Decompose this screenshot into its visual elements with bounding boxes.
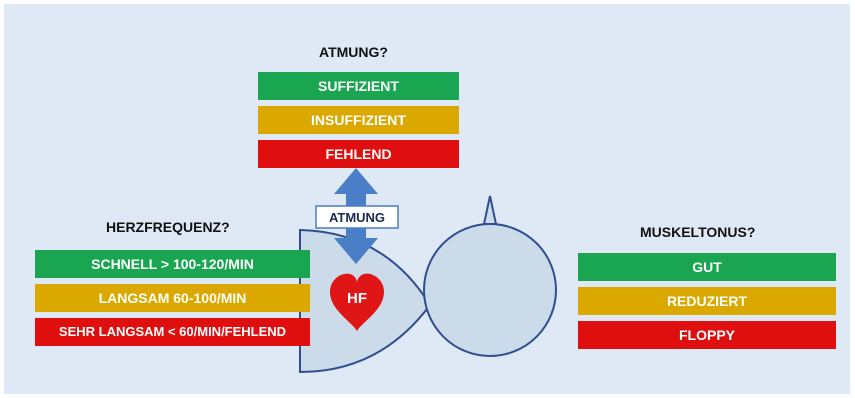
- hair-tuft-icon: [482, 195, 498, 225]
- atmung-heading: ATMUNG?: [319, 44, 388, 60]
- herzfrequenz-heading: HERZFREQUENZ?: [106, 219, 230, 235]
- muskeltonus-option-gut: GUT: [578, 253, 836, 281]
- arrow-label: ATMUNG: [329, 210, 385, 225]
- infant-head-icon: [423, 223, 557, 357]
- muskeltonus-option-floppy: FLOPPY: [578, 321, 836, 349]
- herzfrequenz-option-langsam: LANGSAM 60-100/MIN: [35, 284, 310, 312]
- herzfrequenz-option-sehr-langsam: SEHR LANGSAM < 60/MIN/FEHLEND: [35, 318, 310, 346]
- atmung-option-suffizient: SUFFIZIENT: [258, 72, 459, 100]
- muskeltonus-heading: MUSKELTONUS?: [640, 224, 756, 240]
- muskeltonus-option-reduziert: REDUZIERT: [578, 287, 836, 315]
- heart-icon: [330, 273, 384, 331]
- heart-label: HF: [347, 290, 367, 307]
- atmung-option-fehlend: FEHLEND: [258, 140, 459, 168]
- arrow-label-box: [315, 205, 399, 229]
- atmung-option-insuffizient: INSUFFIZIENT: [258, 106, 459, 134]
- herzfrequenz-option-schnell: SCHNELL > 100-120/MIN: [35, 250, 310, 278]
